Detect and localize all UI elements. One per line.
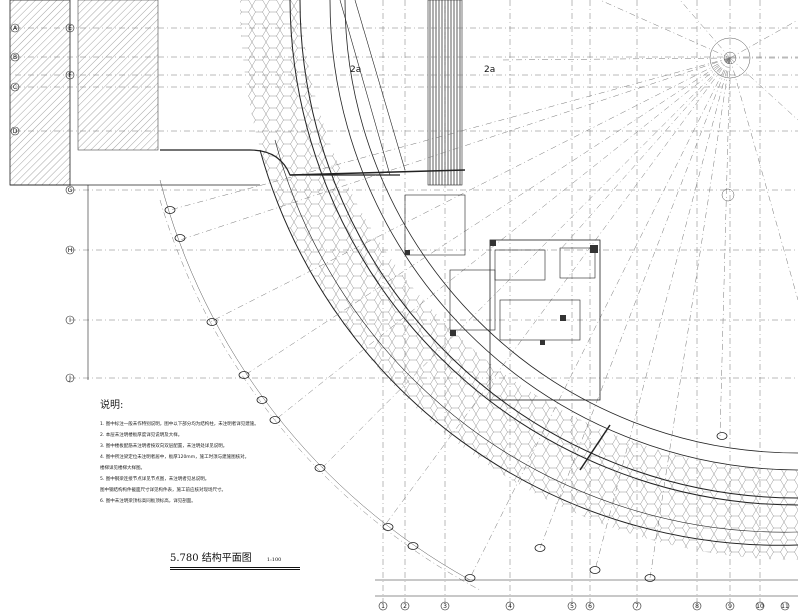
vertical-axes bbox=[87, 0, 761, 605]
axis-label-left: E bbox=[68, 25, 72, 32]
left-axis-bubbles: A B C D E F G H I J bbox=[10, 23, 75, 383]
axis-label-bottom: 5 bbox=[570, 603, 574, 610]
note-item: 3. 图中楼板配筋未注明者按双向双层配置，未注明处详见说明。 bbox=[100, 444, 228, 449]
drawing-title: 5.780 结构平面图 bbox=[170, 553, 252, 564]
axis-label-bottom: 7 bbox=[635, 603, 639, 610]
notes-block: 说明: 1. 图中标注一般未作特别说明，图中以下部分均为结构柱，未注明者详见建施… bbox=[100, 396, 400, 507]
notes-heading: 说明: bbox=[100, 400, 124, 411]
axis-label-bottom: 9 bbox=[728, 603, 732, 610]
drawing-title-block: 5.780 结构平面图 1:100 bbox=[170, 546, 300, 570]
note-item: 图中钢结构构件截面尺寸详见构件表，施工前应核对现场尺寸。 bbox=[100, 488, 226, 493]
arc-axis-bubbles bbox=[164, 206, 728, 582]
note-item: 6. 图中未注明梁顶标高同板顶标高，详见剖面。 bbox=[100, 499, 196, 504]
horizontal-axes bbox=[15, 27, 798, 379]
zone-label: 2a bbox=[484, 65, 495, 75]
axis-label-left: G bbox=[68, 187, 73, 194]
note-item: 2. 本层未注明楼板厚度详见说明及大样。 bbox=[100, 433, 183, 438]
axis-label-left: H bbox=[68, 247, 73, 254]
note-item: 5. 图中钢梁连接节点详见节点图，未注明者见总说明。 bbox=[100, 477, 210, 482]
axis-label-bottom: 4 bbox=[508, 603, 512, 610]
axis-label-left: F bbox=[68, 72, 72, 79]
axis-label-left: I bbox=[69, 317, 71, 324]
axis-label-left: A bbox=[13, 25, 18, 32]
note-item: 4. 图中所注梁定位未注明者居中，板厚120mm，施工时须与建施图核对。 bbox=[100, 455, 250, 460]
axis-label-bottom: 10 bbox=[756, 603, 764, 610]
note-item: 1. 图中标注一般未作特别说明，图中以下部分均为结构柱，未注明者详见建施。 bbox=[100, 422, 259, 427]
axis-label-bottom: 8 bbox=[695, 603, 699, 610]
zone-label: 2a bbox=[350, 65, 361, 75]
drawing-scale: 1:100 bbox=[266, 557, 282, 563]
core-structure bbox=[289, 0, 611, 471]
axis-label-left: C bbox=[13, 84, 17, 91]
axis-label-bottom: 1 bbox=[381, 603, 385, 610]
axis-label-left: D bbox=[13, 128, 18, 135]
axis-label-bottom: 3 bbox=[443, 603, 447, 610]
hatched-zone-inner bbox=[77, 0, 159, 151]
slab-outline bbox=[160, 149, 400, 176]
axis-label-bottom: 11 bbox=[781, 603, 789, 610]
hatched-zone-topleft bbox=[9, 0, 71, 186]
axis-label-left: B bbox=[13, 54, 17, 61]
axis-label-bottom: 2 bbox=[403, 603, 407, 610]
center-mark bbox=[709, 37, 751, 202]
bottom-axis: 1 2 3 4 5 6 7 8 9 10 11 bbox=[375, 579, 798, 611]
note-item: 楼梯详见楼梯大样图。 bbox=[100, 466, 145, 471]
axis-label-bottom: 6 bbox=[588, 603, 592, 610]
title-underline-thin bbox=[170, 569, 300, 570]
curved-slab bbox=[159, 0, 798, 591]
title-underline bbox=[170, 567, 300, 568]
axis-label-left: J bbox=[68, 375, 71, 382]
